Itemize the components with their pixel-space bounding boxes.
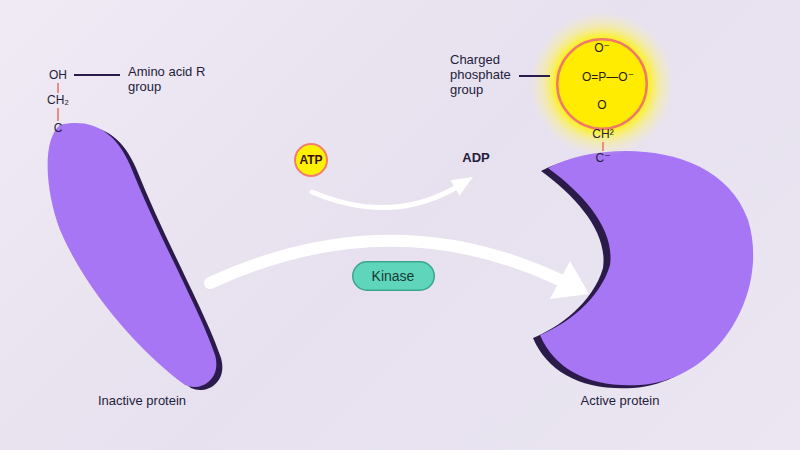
pill-outline: [352, 262, 434, 291]
node-text: O=P—O⁻: [582, 70, 634, 84]
node-text: Kinase: [372, 268, 415, 284]
text-label: Active protein: [555, 393, 685, 408]
enzyme-pill: Kinase: [352, 261, 435, 291]
arrow-head: [550, 261, 589, 299]
leader-line: [519, 75, 550, 77]
text-label: Inactive protein: [67, 393, 217, 408]
phosphate-circle: O⁻ O=P—O⁻ O: [556, 38, 648, 130]
text-label: C: [50, 121, 66, 136]
bond-line: [602, 142, 604, 151]
bond-line: [57, 108, 59, 121]
inactive-protein-shape: [48, 123, 217, 387]
node-text: O: [556, 98, 648, 112]
active-protein-shape: [540, 151, 753, 385]
text-label: CH₂: [42, 93, 74, 108]
node-text: O⁻: [556, 41, 648, 55]
leader-line: [74, 74, 120, 76]
text-label: ADP: [452, 150, 500, 165]
arrow-head: [451, 177, 474, 196]
node-text: ATP: [299, 153, 322, 167]
text-label: C⁻: [590, 151, 616, 166]
reaction-arrow: [312, 188, 455, 208]
circle-outline: [295, 144, 327, 176]
text-label: Amino acid R group: [128, 64, 210, 94]
bond-line: [57, 83, 59, 93]
text-label: CH²: [586, 127, 620, 142]
molecule-circle: ATP: [294, 143, 328, 177]
text-label: OH: [44, 68, 72, 83]
phosphate-glow: [530, 12, 674, 156]
text-label: Charged phosphate group: [450, 52, 518, 97]
